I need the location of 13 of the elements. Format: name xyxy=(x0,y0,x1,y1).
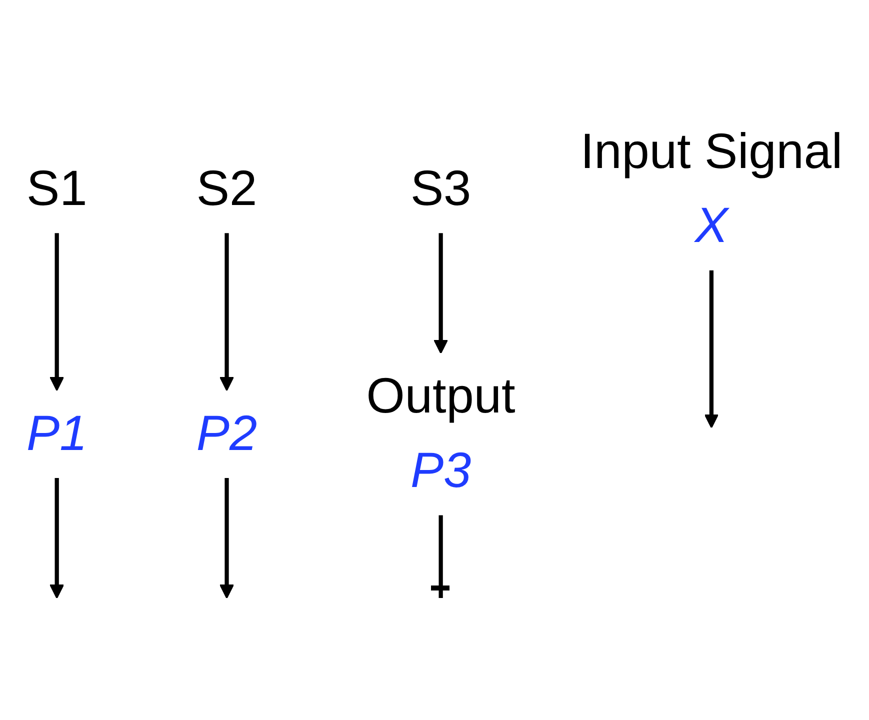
node-label: Input Signal X xyxy=(580,124,843,256)
node-label: S1 xyxy=(26,161,88,219)
arrow xyxy=(50,233,64,392)
node-label: S3 xyxy=(410,161,472,219)
node-label: P1 xyxy=(26,406,88,464)
arrow xyxy=(704,270,719,428)
node-label: Output P3 xyxy=(366,368,516,501)
arrow xyxy=(219,233,234,392)
arrow xyxy=(434,233,448,354)
arrow xyxy=(219,478,234,599)
node-label: S2 xyxy=(196,161,258,219)
arrow xyxy=(50,478,64,599)
node-label: P2 xyxy=(196,406,258,464)
